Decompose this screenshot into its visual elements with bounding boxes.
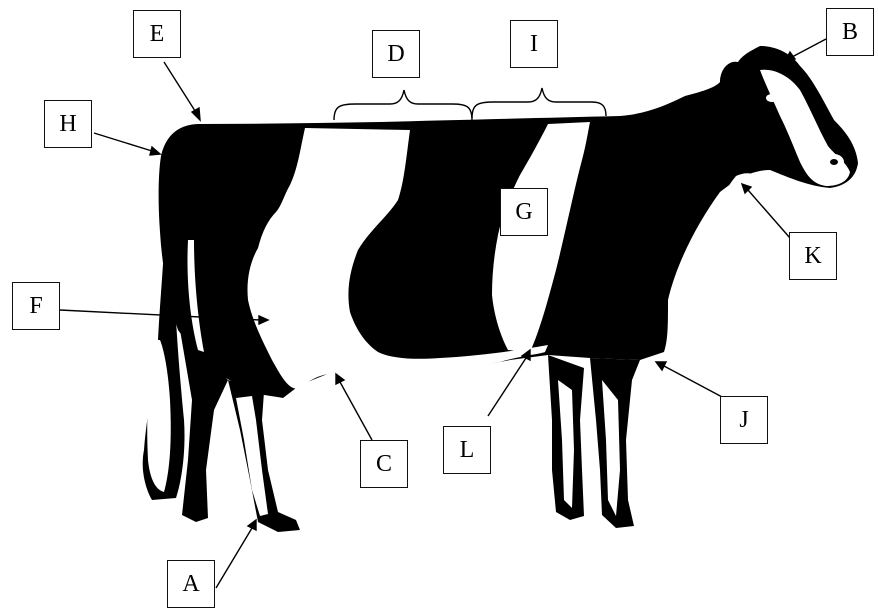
label-box-a: A: [167, 560, 215, 608]
brace-d: [333, 89, 473, 121]
label-box-h: H: [44, 100, 92, 148]
brace-i: [471, 87, 607, 119]
arrowhead-c: [335, 372, 346, 386]
leader-j: [663, 365, 725, 399]
leader-c: [339, 381, 373, 441]
label-box-i: I: [510, 20, 558, 68]
label-box-j: J: [720, 396, 768, 444]
rear-white-patch: [247, 128, 548, 389]
arrowhead-k: [740, 182, 753, 195]
leader-e: [163, 61, 198, 115]
cow-eye: [766, 94, 778, 102]
middle-white-patch: [492, 122, 590, 352]
braces: [333, 87, 607, 121]
front-leg-white: [558, 380, 574, 508]
leader-l: [487, 357, 527, 417]
cow-nostril: [830, 159, 838, 165]
label-box-b: B: [826, 8, 874, 56]
label-box-l: L: [443, 426, 491, 474]
leader-a: [215, 527, 253, 589]
cow-hind-leg: [180, 330, 228, 522]
udder-white-line: [187, 240, 204, 352]
leader-b: [791, 38, 827, 58]
label-box-c: C: [360, 440, 408, 488]
arrowhead-f: [258, 314, 270, 326]
arrowhead-l: [520, 348, 531, 362]
label-box-k: K: [789, 232, 837, 280]
label-box-e: E: [133, 10, 181, 58]
leader-f: [59, 309, 261, 321]
label-box-f: F: [12, 282, 60, 330]
arrowhead-j: [654, 361, 668, 372]
throat-white: [712, 173, 760, 221]
arrowhead-a: [246, 518, 257, 532]
leader-k: [747, 189, 791, 239]
label-box-g: G: [500, 188, 548, 236]
arrowhead-b: [783, 50, 797, 62]
leader-h: [93, 132, 153, 152]
tail-switch-white: [147, 340, 171, 492]
front-leg-white-2: [602, 380, 620, 516]
arrowhead-e: [190, 106, 201, 122]
label-box-d: D: [372, 30, 420, 78]
white-patches: [147, 69, 850, 516]
leader-lines: [59, 38, 827, 589]
arrowhead-h: [149, 145, 162, 156]
hind-leg-white: [236, 396, 268, 516]
